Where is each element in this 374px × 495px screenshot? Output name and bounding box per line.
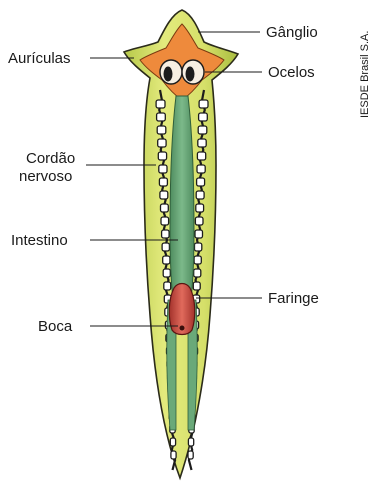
diverticulum-left: [159, 165, 167, 173]
diverticulum-left: [159, 178, 167, 186]
diverticulum-right: [194, 256, 201, 264]
diverticulum-left: [158, 152, 166, 160]
diverticulum-left: [170, 438, 175, 446]
diverticulum-left: [156, 100, 165, 108]
label-faringe: Faringe: [268, 290, 319, 307]
diverticulum-left: [160, 191, 168, 199]
diverticulum-right: [199, 113, 208, 121]
label-boca: Boca: [38, 318, 73, 335]
diverticulum-left: [163, 256, 170, 264]
label-ganglio: Gânglio: [266, 24, 318, 41]
diverticulum-right: [195, 230, 203, 238]
diverticulum-left: [164, 282, 171, 290]
image-credit: IESDE Brasil S.A.: [359, 31, 371, 118]
mouth-opening: [180, 326, 185, 331]
diverticulum-right: [197, 165, 205, 173]
diverticulum-right: [193, 282, 200, 290]
diverticulum-left: [161, 217, 169, 225]
label-cordao-line1: Cordão: [26, 150, 75, 167]
diverticulum-right: [194, 269, 201, 277]
label-ocelos: Ocelos: [268, 64, 315, 81]
diverticulum-left: [157, 126, 166, 134]
diverticulum-left: [161, 204, 169, 212]
label-cordao-line2: nervoso: [19, 168, 72, 185]
diverticulum-right: [195, 217, 203, 225]
label-auriculas: Aurículas: [8, 50, 71, 67]
diverticulum-right: [199, 100, 208, 108]
diverticulum-right: [198, 139, 206, 147]
diverticulum-right: [196, 204, 204, 212]
diverticulum-right: [198, 126, 207, 134]
diverticulum-left: [171, 451, 176, 459]
diverticulum-right: [195, 243, 202, 251]
diverticulum-right: [197, 178, 205, 186]
diverticulum-left: [157, 113, 166, 121]
diverticulum-left: [163, 269, 170, 277]
diverticulum-right: [197, 152, 205, 160]
diverticulum-right: [196, 191, 204, 199]
diverticulum-left: [162, 230, 170, 238]
diverticulum-left: [162, 243, 169, 251]
diverticulum-right: [188, 451, 193, 459]
diverticulum-right: [188, 438, 193, 446]
label-intestino: Intestino: [11, 232, 68, 249]
diverticulum-left: [158, 139, 166, 147]
